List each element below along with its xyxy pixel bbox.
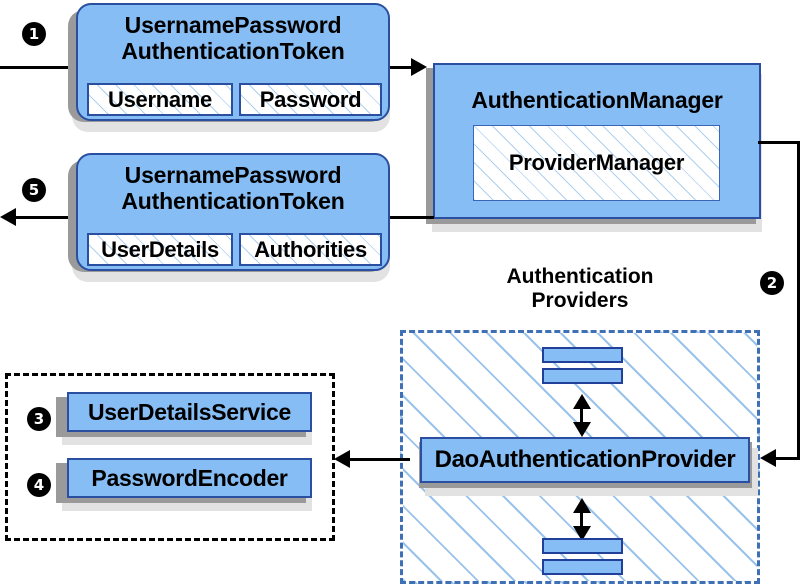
request-token-title: UsernamePassword AuthenticationToken bbox=[78, 12, 388, 64]
provider-to-dependencies-arrowhead bbox=[334, 450, 350, 468]
response-out-line bbox=[14, 216, 100, 219]
response-token-title-line1: UsernamePassword bbox=[124, 162, 342, 188]
response-token-card[interactable]: UsernamePassword AuthenticationToken Use… bbox=[76, 153, 390, 271]
step-badge-3: 3 bbox=[27, 407, 51, 431]
provider-link-arrow-down-bottom bbox=[573, 526, 591, 541]
response-token-userdetails-field[interactable]: UserDetails bbox=[87, 233, 233, 266]
provider-stub-bar-bottom-2 bbox=[542, 559, 623, 575]
authentication-manager-node[interactable]: AuthenticationManager ProviderManager bbox=[433, 63, 761, 219]
step-badge-1-label: 1 bbox=[22, 22, 46, 46]
request-token-card[interactable]: UsernamePassword AuthenticationToken Use… bbox=[76, 3, 390, 121]
manager-to-response-line bbox=[390, 216, 434, 219]
response-token-title-line2: AuthenticationToken bbox=[121, 188, 345, 215]
dao-authentication-provider-node[interactable]: DaoAuthenticationProvider bbox=[420, 437, 750, 483]
response-token-title: UsernamePassword AuthenticationToken bbox=[78, 162, 388, 214]
step-badge-2: 2 bbox=[760, 271, 784, 295]
provider-link-line-top bbox=[580, 405, 583, 427]
provider-link-arrow-down-top bbox=[573, 422, 591, 437]
request-token-title-line2: AuthenticationToken bbox=[121, 38, 345, 65]
step-badge-5: 5 bbox=[22, 178, 46, 202]
user-details-service-node[interactable]: UserDetailsService bbox=[67, 392, 312, 432]
request-to-manager-line bbox=[390, 66, 418, 69]
step-badge-3-label: 3 bbox=[27, 407, 51, 431]
step-badge-2-label: 2 bbox=[760, 271, 784, 295]
dependencies-container bbox=[5, 373, 335, 541]
providers-group-title: Authentication Providers bbox=[470, 265, 690, 313]
provider-link-arrow-up-bottom bbox=[573, 498, 591, 513]
request-token-password-field[interactable]: Password bbox=[239, 83, 382, 116]
providers-group-title-line2: Providers bbox=[531, 289, 629, 313]
response-token-authorities-field[interactable]: Authorities bbox=[239, 233, 382, 266]
provider-stub-bar-bottom-1 bbox=[542, 538, 623, 554]
password-encoder-node[interactable]: PasswordEncoder bbox=[67, 458, 312, 498]
step-badge-1: 1 bbox=[22, 22, 46, 46]
manager-to-provider-line-vertical bbox=[797, 141, 800, 459]
step-badge-4: 4 bbox=[27, 473, 51, 497]
incoming-request-line bbox=[0, 66, 100, 69]
request-token-username-field[interactable]: Username bbox=[87, 83, 233, 116]
provider-manager-node[interactable]: ProviderManager bbox=[473, 125, 720, 201]
provider-to-dependencies-line bbox=[350, 458, 410, 461]
provider-stub-bar-top-2 bbox=[542, 368, 623, 384]
response-out-arrowhead bbox=[0, 208, 16, 226]
provider-link-arrow-up-top bbox=[573, 394, 591, 409]
provider-stub-bar-top-1 bbox=[542, 347, 623, 363]
step-badge-4-label: 4 bbox=[27, 473, 51, 497]
step-badge-5-label: 5 bbox=[22, 178, 46, 202]
manager-to-provider-arrowhead bbox=[760, 449, 776, 467]
providers-group-title-line1: Authentication bbox=[506, 265, 654, 288]
manager-to-provider-line-bottom bbox=[775, 457, 800, 460]
manager-to-provider-line-top bbox=[758, 141, 800, 144]
request-token-title-line1: UsernamePassword bbox=[124, 12, 342, 38]
provider-link-line-bottom bbox=[580, 509, 583, 531]
request-to-manager-arrowhead bbox=[411, 58, 427, 76]
authentication-manager-title: AuthenticationManager bbox=[471, 87, 723, 113]
